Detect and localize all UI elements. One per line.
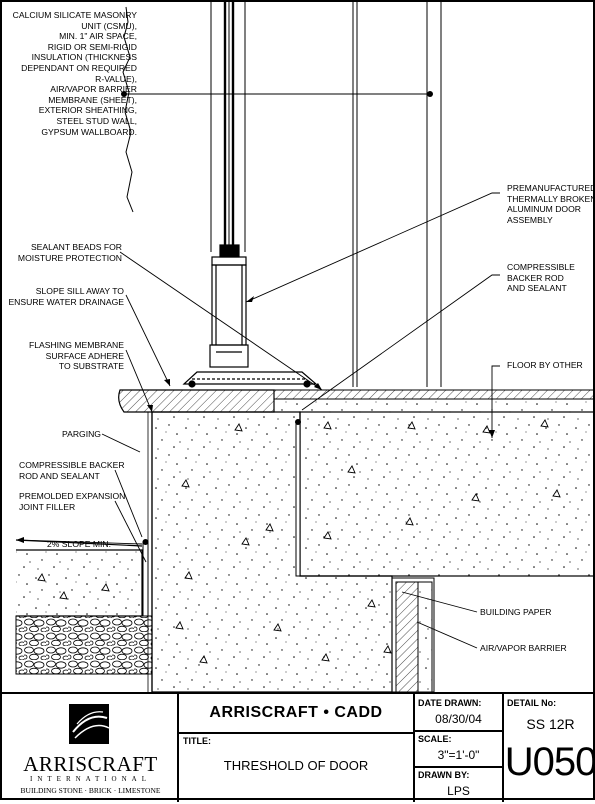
label-slope: 2% SLOPE MIN. xyxy=(47,539,111,549)
detail-number: U050 xyxy=(504,740,595,784)
label-flashing: FLASHING MEMBRANE SURFACE ADHERE TO SUBS… xyxy=(4,340,124,372)
logo-sub: INTERNATIONAL xyxy=(30,775,151,783)
label-expansion-joint: PREMOLDED EXPANSION JOINT FILLER xyxy=(19,491,125,512)
label-floor: FLOOR BY OTHER xyxy=(507,360,583,370)
company-name: ARRISCRAFT • CADD xyxy=(209,704,383,721)
wall-assembly-line: DEPENDANT ON REQUIRED xyxy=(21,62,137,73)
date-label: DATE DRAWN: xyxy=(418,698,482,708)
wall-assembly-line: MIN. 1" AIR SPACE, xyxy=(59,31,137,42)
wall-assembly-line: EXTERIOR SHEATHING, xyxy=(38,105,137,116)
exterior-slab xyxy=(15,539,143,617)
backer-rod-left-line: ROD AND SEALANT xyxy=(19,470,100,481)
logo-tagline: BUILDING STONE · BRICK · LIMESTONE xyxy=(20,786,161,795)
flashing-line: TO SUBSTRATE xyxy=(58,361,124,372)
wall-assembly-line: CALCIUM SILICATE MASONRY xyxy=(12,10,137,20)
air-space-dimension xyxy=(121,91,433,97)
expansion-joint-line: PREMOLDED EXPANSION xyxy=(19,491,126,501)
wall-assembly-line: MEMBRANE (SHEET), xyxy=(48,94,137,105)
gravel-bed xyxy=(15,615,153,675)
wall-assembly-line: R-VALUE), xyxy=(95,73,137,84)
date-value: 08/30/04 xyxy=(435,712,482,726)
backer-rod-top-line: BACKER ROD xyxy=(507,272,564,283)
title-label: TITLE: xyxy=(183,736,211,746)
arriscraft-logo-mark xyxy=(69,704,110,744)
wall-assembly-line: RIGID OR SEMI-RIGID xyxy=(47,41,137,52)
wall-assembly-line: UNIT (CSMU), xyxy=(81,20,137,31)
drawn-value: LPS xyxy=(447,784,470,798)
backer-rod-top-line: COMPRESSIBLE xyxy=(507,262,575,272)
door-assembly-line: ASSEMBLY xyxy=(507,214,553,225)
threshold xyxy=(182,371,318,388)
wall-assembly-line: GYPSUM WALLBOARD. xyxy=(41,126,137,137)
slope-sill-line: ENSURE WATER DRAINAGE xyxy=(8,296,124,307)
leader-lines xyxy=(101,192,500,649)
drawing-title: THRESHOLD OF DOOR xyxy=(223,758,369,773)
drawn-label: DRAWN BY: xyxy=(418,770,470,780)
slope-sill-line: SLOPE SILL AWAY TO xyxy=(35,286,124,296)
sill xyxy=(118,389,275,413)
door-glass xyxy=(223,2,235,247)
door-assembly-line: THERMALLY BROKEN xyxy=(507,193,595,204)
label-slope-sill: SLOPE SILL AWAY TO ENSURE WATER DRAINAGE xyxy=(4,286,124,307)
backer-rod-top-line: AND SEALANT xyxy=(507,283,567,294)
expansion-joint-line: JOINT FILLER xyxy=(19,501,76,512)
section-drawing xyxy=(15,2,595,692)
label-backer-rod-left: COMPRESSIBLE BACKER ROD AND SEALANT xyxy=(19,460,125,481)
slope-arrow-line xyxy=(15,539,143,545)
door-assembly-line: ALUMINUM DOOR xyxy=(507,204,582,215)
masonry-break-line xyxy=(122,6,134,213)
stud-wall-section xyxy=(391,577,435,692)
label-backer-rod-top: COMPRESSIBLE BACKER ROD AND SEALANT xyxy=(507,262,575,294)
label-air-vapor: AIR/VAPOR BARRIER xyxy=(480,643,567,653)
detail-cell: DETAIL No: SS 12R U050 xyxy=(502,694,595,802)
info-cell: DATE DRAWN: 08/30/04 SCALE: 3"=1'-0" DRA… xyxy=(413,694,502,802)
concrete-slab xyxy=(299,411,595,577)
title-block: ARRISCRAFT INTERNATIONAL BUILDING STONE … xyxy=(2,692,595,804)
flashing-line: SURFACE ADHERE xyxy=(45,350,124,361)
detail-sub: SS 12R xyxy=(526,716,575,732)
logo-cell: ARRISCRAFT INTERNATIONAL BUILDING STONE … xyxy=(2,694,177,802)
sealant-beads-line: SEALANT BEADS FOR xyxy=(30,242,122,252)
wall-assembly-line: STEEL STUD WALL, xyxy=(56,115,137,126)
foundation-wall xyxy=(147,411,393,692)
scale-value: 3"=1'-0" xyxy=(437,748,480,762)
backer-rod-left-line: COMPRESSIBLE BACKER xyxy=(19,460,125,470)
detail-label: DETAIL No: xyxy=(507,698,557,708)
title-cell: ARRISCRAFT • CADD TITLE: THRESHOLD OF DO… xyxy=(177,694,413,802)
scale-label: SCALE: xyxy=(418,734,452,744)
label-door-assembly: PREMANUFACTURED THERMALLY BROKEN ALUMINU… xyxy=(507,183,595,225)
wall-assembly-line: INSULATION (THICKNESS xyxy=(31,52,137,63)
sealant-beads-line: MOISTURE PROTECTION xyxy=(17,252,122,263)
flashing-line: FLASHING MEMBRANE xyxy=(28,340,124,350)
floor-finish xyxy=(273,389,595,413)
wall-lines xyxy=(210,2,442,387)
door-assembly-line: PREMANUFACTURED xyxy=(507,183,595,193)
door-bottom-rail xyxy=(209,244,249,368)
label-building-paper: BUILDING PAPER xyxy=(480,607,552,617)
label-wall-assembly: CALCIUM SILICATE MASONRY UNIT (CSMU), MI… xyxy=(4,10,137,137)
logo-name: ARRISCRAFT xyxy=(23,752,158,776)
wall-assembly-line: AIR/VAPOR BARRIER xyxy=(50,84,137,95)
slab-joint xyxy=(295,419,301,577)
expansion-joint xyxy=(142,539,149,617)
label-sealant-beads: SEALANT BEADS FOR MOISTURE PROTECTION xyxy=(4,242,122,263)
label-parging: PARGING xyxy=(62,429,101,439)
